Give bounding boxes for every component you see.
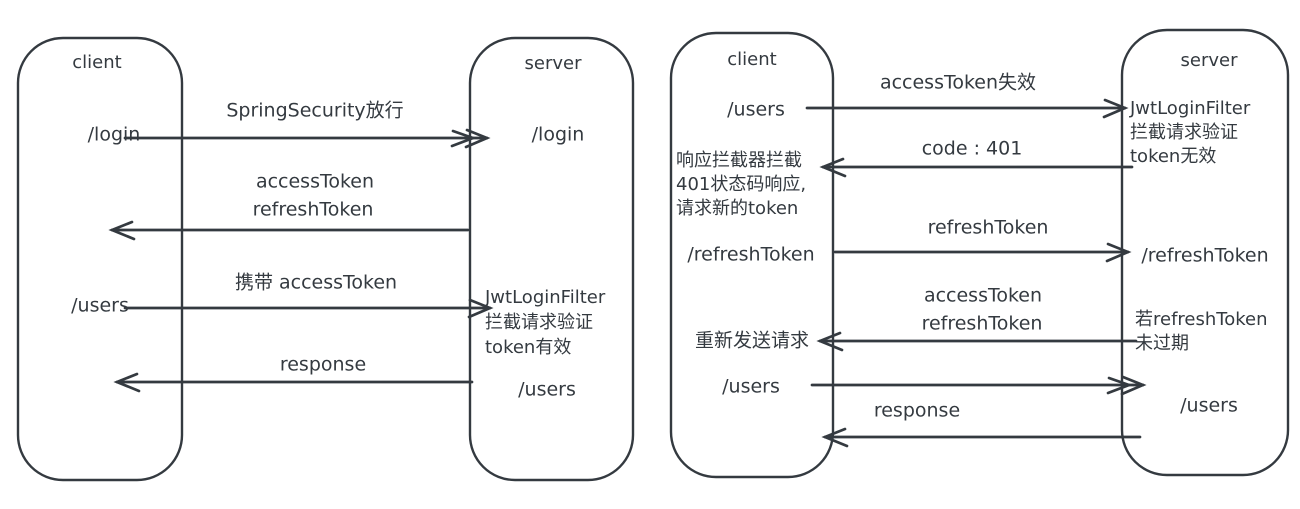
left-server-login-label: /login (531, 123, 585, 146)
right-server-refreshtoken-label: /refreshToken (1141, 244, 1269, 267)
left-arrow-users-response (113, 372, 474, 393)
left-arrow-token-response (108, 220, 470, 241)
right-client-title: client (727, 49, 777, 71)
left-msg-response: response (279, 353, 367, 376)
left-arrow-login-request (123, 128, 491, 149)
right-arrow-final-response (821, 427, 1142, 448)
right-client-resend-note: 重新发送请求 (694, 329, 810, 352)
left-msg-carry-accesstoken: 携带 accessToken (234, 271, 398, 294)
right-msg-accesstoken-expired: accessToken失效 (879, 71, 1037, 94)
right-server-jwtfilter-note: JwtLoginFilter 拦截请求验证 token无效 (1130, 98, 1251, 167)
right-arrow-newtoken-response (816, 331, 1138, 352)
right-arrow-users-request (805, 98, 1129, 119)
right-msg-code-401: code : 401 (921, 137, 1023, 160)
left-server-users-label: /users (518, 378, 576, 401)
left-arrow-users-request (123, 298, 494, 319)
right-client-box (669, 31, 835, 479)
right-client-users2-label: /users (722, 375, 780, 398)
right-server-notexpired-note: 若refreshToken 未过期 (1135, 309, 1268, 354)
left-msg-accesstoken: accessToken (255, 170, 375, 193)
right-server-title: server (1180, 50, 1238, 72)
left-client-login-label: /login (87, 123, 141, 146)
left-client-box (16, 36, 184, 482)
right-msg-refreshtoken: refreshToken (927, 216, 1049, 239)
left-server-title: server (524, 53, 582, 75)
right-msg-response: response (873, 399, 961, 422)
right-arrow-users-retry (810, 375, 1147, 396)
left-msg-refreshtoken: refreshToken (252, 198, 374, 221)
right-arrow-refresh-request (833, 242, 1132, 263)
left-msg-springsecurity: SpringSecurity放行 (226, 99, 404, 122)
right-client-refreshtoken-label: /refreshToken (687, 243, 815, 266)
left-server-jwtfilter-note: JwtLoginFilter 拦截请求验证 token有效 (485, 287, 606, 358)
right-msg-new-accesstoken: accessToken (923, 284, 1043, 307)
right-msg-new-refreshtoken: refreshToken (921, 312, 1043, 335)
right-arrow-401-response (819, 157, 1134, 178)
left-client-users-label: /users (71, 294, 129, 317)
left-server-box (468, 36, 635, 482)
right-server-users-label: /users (1180, 394, 1238, 417)
left-client-title: client (72, 52, 122, 74)
right-client-interceptor-note: 响应拦截器拦截 401状态码响应, 请求新的token (676, 150, 807, 219)
right-client-users1-label: /users (727, 98, 785, 121)
